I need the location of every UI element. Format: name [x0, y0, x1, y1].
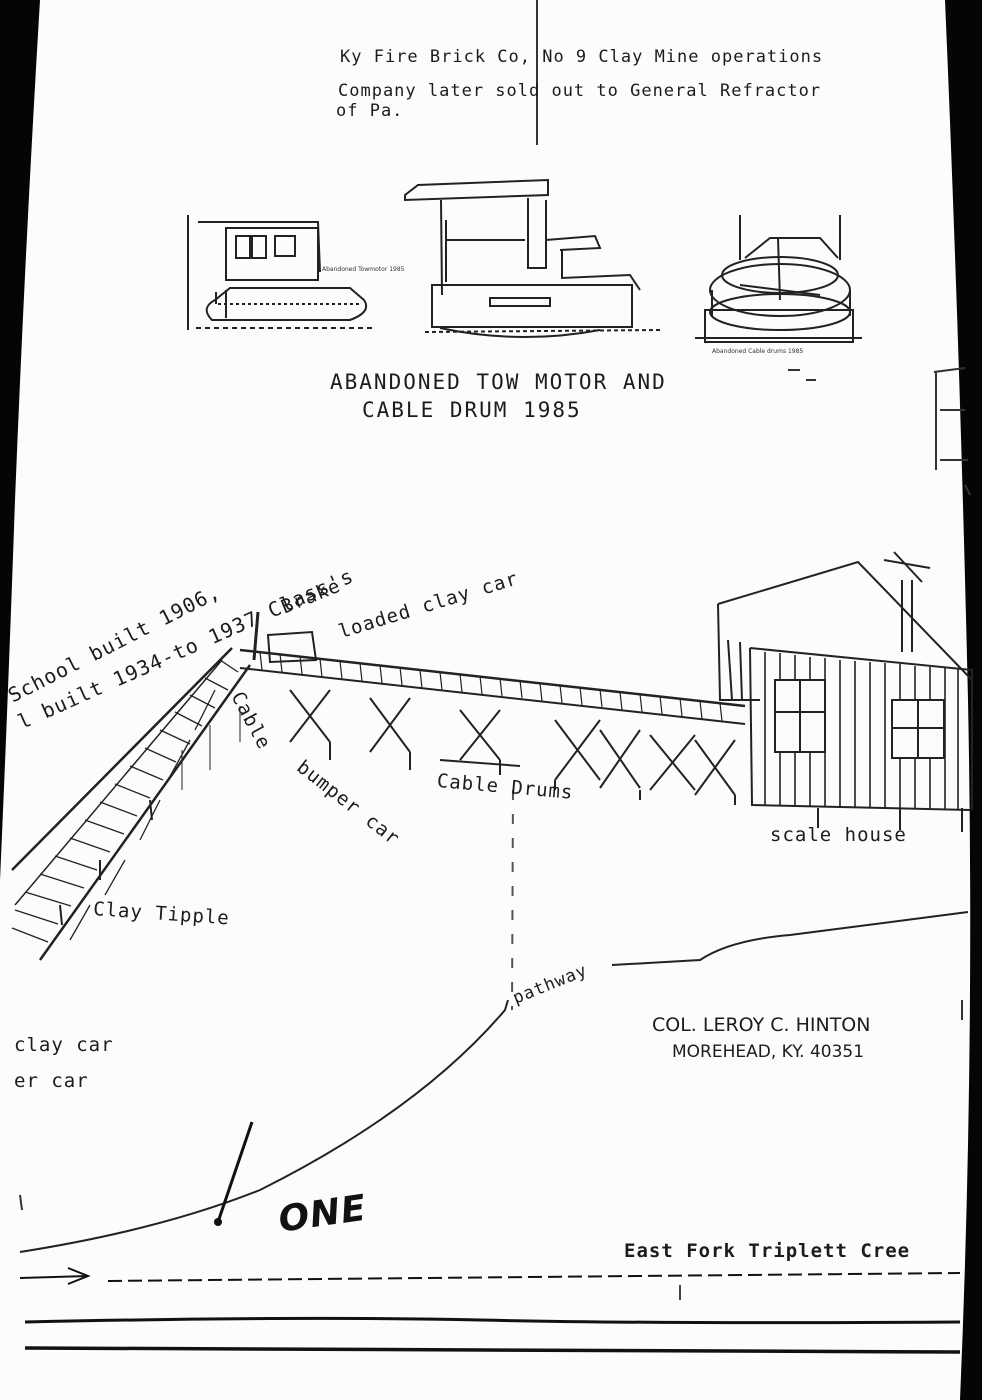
sketch-caption-line-1: ABANDONED TOW MOTOR AND: [330, 370, 667, 394]
sketch-tiny-label-2: Abandoned Cable drums 1985: [712, 348, 804, 355]
creek-lines: [19, 1267, 961, 1354]
cable-drum-machine-sketch: [404, 178, 661, 339]
pointer-line: [216, 1121, 254, 1223]
er-car-label: er car: [14, 1070, 89, 1092]
clay-tipple-incline: [11, 647, 252, 961]
ground-line: [611, 911, 969, 966]
clay-car-label: clay car: [14, 1034, 114, 1056]
header-line-2: Company later sold out to General Refrac…: [338, 81, 822, 101]
creek-label: East Fork Triplett Cree: [624, 1240, 911, 1262]
tow-motor-sketch: [187, 215, 372, 330]
header-line-3: of Pa.: [336, 101, 404, 121]
pathway-line: [19, 999, 509, 1253]
scale-house-drawing: [717, 551, 973, 832]
header-line-1: Ky Fire Brick Co, No 9 Clay Mine operati…: [340, 47, 824, 67]
signature-address: MOREHEAD, KY. 40351: [672, 1042, 865, 1062]
cable-drum-sketch: [695, 215, 862, 343]
signature-name: COL. LEROY C. HINTON: [652, 1014, 871, 1036]
scale-house-label: scale house: [770, 824, 907, 846]
sketch-caption-line-2: CABLE DRUM 1985: [362, 398, 582, 422]
sketch-tiny-label-1: Abandoned Towmotor 1985: [322, 266, 405, 273]
conveyor-trestle: [181, 611, 746, 805]
